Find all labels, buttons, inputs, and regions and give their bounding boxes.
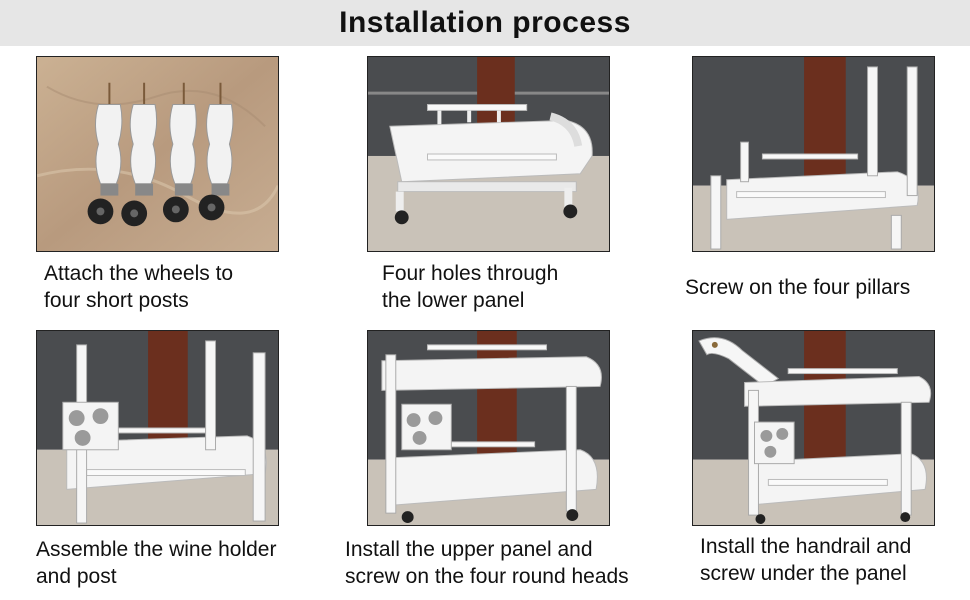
step-1-caption: Attach the wheels to four short posts bbox=[44, 262, 234, 312]
step-4-caption: Assemble the wine holder and post bbox=[36, 538, 277, 588]
step-1-photo bbox=[36, 56, 279, 252]
step-2-caption: Four holes through the lower panel bbox=[382, 262, 559, 312]
step-5-photo bbox=[367, 330, 610, 526]
step-6-caption: Install the handrail and screw under the… bbox=[700, 535, 912, 585]
step-6-photo bbox=[692, 330, 935, 526]
step-4-photo bbox=[36, 330, 279, 526]
step-3-caption: Screw on the four pillars bbox=[685, 276, 911, 299]
step-5-caption: Install the upper panel and screw on the… bbox=[345, 538, 629, 588]
header-bar: Installation process bbox=[0, 0, 970, 46]
step-2-photo bbox=[367, 56, 610, 252]
wheel-post bbox=[87, 82, 123, 225]
page-title: Installation process bbox=[339, 6, 631, 39]
step-3-photo bbox=[692, 56, 935, 252]
